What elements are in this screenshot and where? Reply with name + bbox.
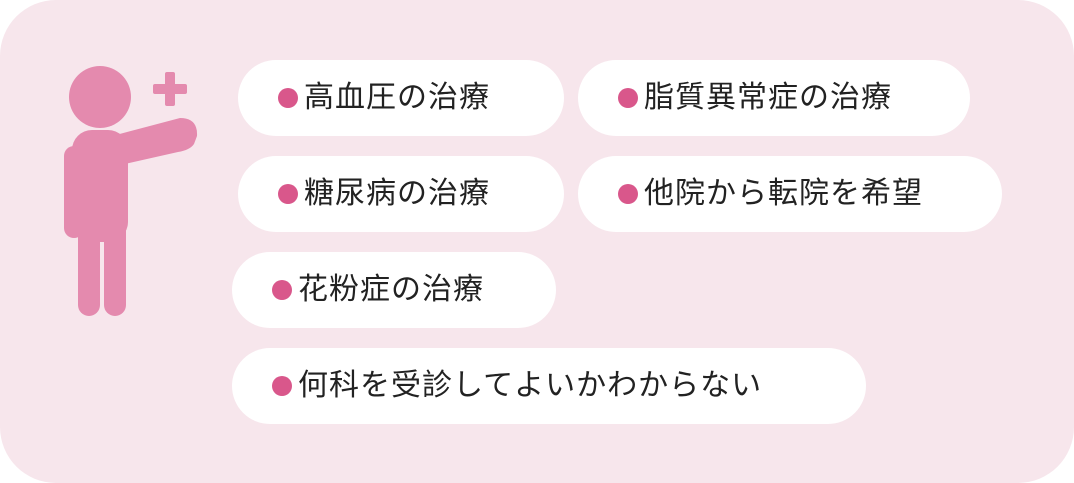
reason-item-diabetes: 糖尿病の治療	[238, 156, 564, 232]
bullet-dot-icon	[618, 184, 638, 204]
reason-item-unsure-department: 何科を受診してよいかわからない	[232, 348, 866, 424]
reason-item-hay-fever: 花粉症の治療	[232, 252, 556, 328]
reason-item-label: 糖尿病の治療	[304, 176, 490, 211]
bullet-dot-icon	[278, 184, 298, 204]
bullet-dot-icon	[278, 88, 298, 108]
reason-item-label: 高血圧の治療	[304, 80, 490, 115]
reason-item-label: 他院から転院を希望	[644, 176, 923, 211]
bullet-dot-icon	[618, 88, 638, 108]
bullet-dot-icon	[272, 376, 292, 396]
reason-item-label: 何科を受診してよいかわからない	[298, 368, 763, 403]
reason-item-label: 花粉症の治療	[298, 272, 484, 307]
person-with-medical-cross-icon	[64, 66, 198, 316]
bullet-dot-icon	[272, 280, 292, 300]
reason-item-label: 脂質異常症の治療	[644, 80, 892, 115]
reason-item-dyslipidemia: 脂質異常症の治療	[578, 60, 970, 136]
reason-item-transfer: 他院から転院を希望	[578, 156, 1002, 232]
reason-item-hypertension: 高血圧の治療	[238, 60, 564, 136]
